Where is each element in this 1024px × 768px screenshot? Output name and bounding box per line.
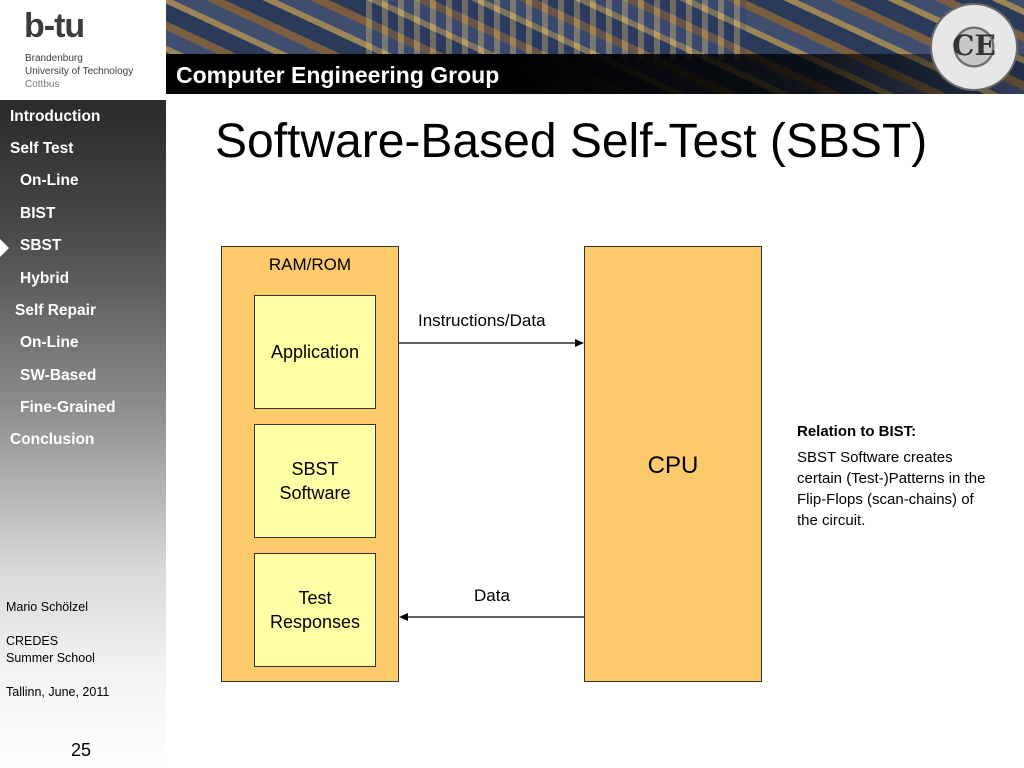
data-label: Data — [474, 586, 510, 605]
sidebar-item-sbst[interactable]: SBST — [20, 237, 62, 254]
relation-title: Relation to BIST: — [797, 423, 917, 440]
ram-rom-label: RAM/ROM — [268, 255, 352, 274]
test-responses-block: Test Responses — [254, 553, 376, 667]
btu-logo-mark: b-tu — [24, 7, 85, 45]
data-arrowhead-icon — [399, 613, 408, 621]
sidebar-item-on-line[interactable]: On-Line — [20, 172, 79, 189]
sidebar-item-on-line-repair[interactable]: On-Line — [20, 334, 79, 351]
sidebar: Introduction Self Test On-Line BIST SBST… — [0, 100, 166, 768]
instructions-data-label: Instructions/Data — [418, 311, 546, 330]
header-banner: Computer Engineering Group CE — [166, 0, 1024, 94]
relation-text: SBST Software creates certain (Test-)Pat… — [797, 449, 986, 529]
header-title-bar: Computer Engineering Group — [166, 54, 1024, 94]
place-date: Tallinn, June, 2011 — [6, 685, 110, 699]
application-block: Application — [254, 295, 376, 409]
cpu-block: CPU — [584, 246, 762, 682]
test-responses-label: Test Responses — [269, 588, 361, 632]
ce-dept-logo: CE — [930, 3, 1018, 91]
logo-line: University of Technology — [25, 66, 134, 77]
logo-line: Brandenburg — [25, 53, 83, 64]
page-number: 25 — [71, 740, 92, 760]
event-name: CREDES — [6, 634, 59, 648]
instructions-arrowhead-icon — [575, 339, 584, 347]
sidebar-item-sw-based[interactable]: SW-Based — [20, 367, 97, 384]
group-title: Computer Engineering Group — [176, 62, 500, 88]
application-label: Application — [270, 342, 360, 362]
chip-photo-texture — [366, 0, 746, 60]
sidebar-item-introduction[interactable]: Introduction — [10, 108, 101, 125]
sbst-software-block: SBST Software — [254, 424, 376, 538]
sidebar-item-bist[interactable]: BIST — [20, 205, 56, 222]
ce-logo-mark: CE — [952, 29, 996, 62]
sidebar-item-conclusion[interactable]: Conclusion — [10, 431, 95, 448]
slide-title: Software-Based Self-Test (SBST) — [215, 115, 928, 168]
sidebar-item-hybrid[interactable]: Hybrid — [20, 270, 70, 287]
active-marker-icon — [0, 239, 9, 257]
btu-logo: b-tu Brandenburg University of Technolog… — [0, 0, 166, 100]
event-subtitle: Summer School — [6, 651, 95, 665]
sidebar-item-fine-grained[interactable]: Fine-Grained — [20, 399, 116, 416]
cpu-label: CPU — [647, 452, 699, 479]
author-name: Mario Schölzel — [6, 600, 88, 614]
sidebar-item-self-test[interactable]: Self Test — [10, 140, 74, 157]
logo-line: Cottbus — [25, 79, 60, 90]
btu-logo-text: Brandenburg University of Technology Cot… — [25, 52, 133, 91]
sbst-software-label: SBST Software — [279, 459, 351, 503]
sidebar-item-self-repair[interactable]: Self Repair — [15, 302, 96, 319]
